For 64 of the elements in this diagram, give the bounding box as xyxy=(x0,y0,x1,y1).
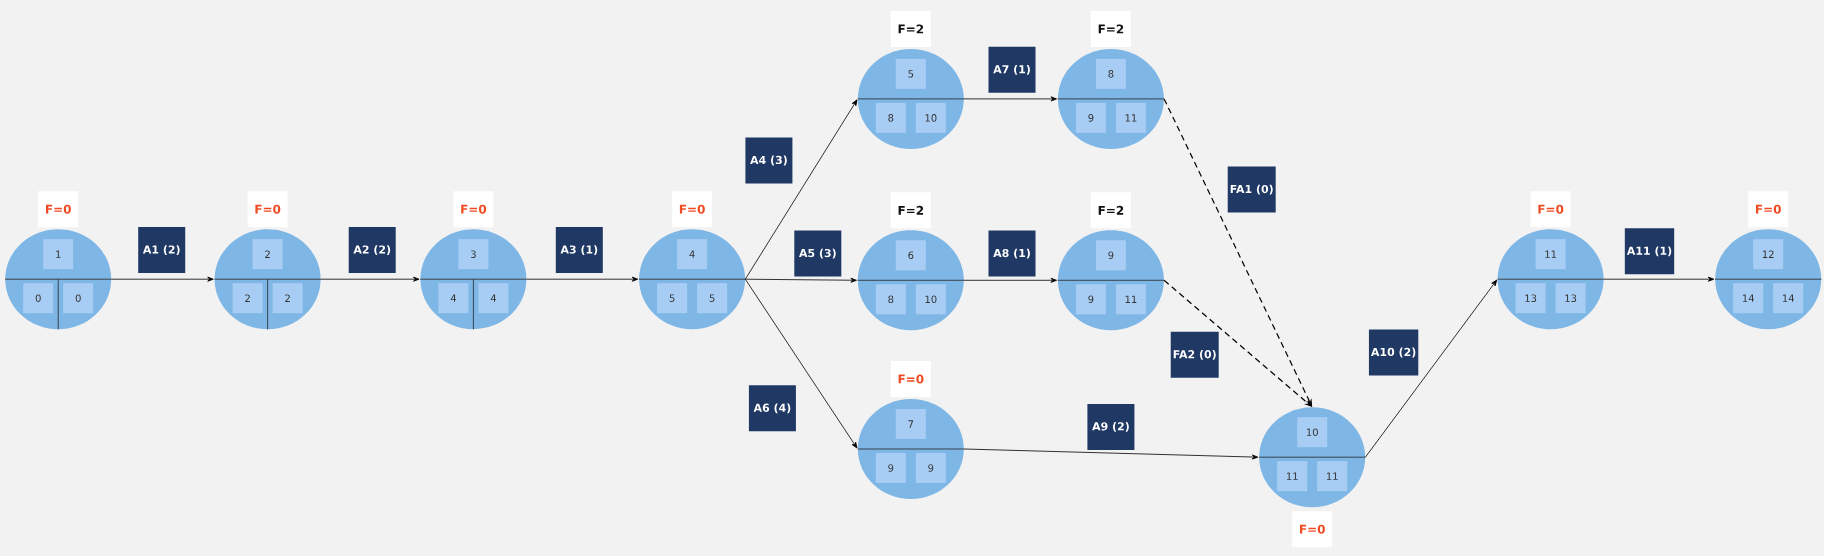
sticky-note: 2 xyxy=(252,239,283,270)
sticky-note: 9 xyxy=(1075,284,1106,315)
sticky-note: 0 xyxy=(23,283,54,314)
float-label: F=0 xyxy=(247,191,288,228)
activity-label: A11 (1) xyxy=(1624,228,1675,275)
arrow xyxy=(1365,279,1498,458)
sticky-note: 4 xyxy=(438,283,469,314)
sticky-note: 14 xyxy=(1773,283,1804,314)
activity-label: A8 (1) xyxy=(988,230,1036,277)
sticky-note: 12 xyxy=(1753,239,1784,270)
activity-label: A2 (2) xyxy=(348,227,396,274)
sticky-note: 5 xyxy=(657,283,688,314)
float-label: F=0 xyxy=(38,191,79,228)
activity-label: A1 (2) xyxy=(138,227,186,274)
float-label: F=0 xyxy=(453,191,494,228)
float-label: F=0 xyxy=(890,361,931,397)
sticky-note: 4 xyxy=(478,283,509,314)
arrow xyxy=(526,276,639,282)
float-label: F=0 xyxy=(1530,191,1571,228)
arrow xyxy=(320,276,420,282)
float-label: F=2 xyxy=(890,10,931,47)
sticky-note: 11 xyxy=(1277,461,1308,492)
sticky-note: 5 xyxy=(697,283,728,314)
sticky-note: 11 xyxy=(1535,239,1566,270)
activity-label: FA2 (0) xyxy=(1170,331,1219,378)
arrow xyxy=(963,277,1057,283)
sticky-note: 14 xyxy=(1733,283,1764,314)
sticky-note: 10 xyxy=(915,284,946,315)
sticky-note: 4 xyxy=(677,239,708,270)
arrow xyxy=(111,276,214,282)
activity-label: A7 (1) xyxy=(988,46,1036,93)
sticky-note: 2 xyxy=(272,283,303,314)
float-label: F=2 xyxy=(890,192,931,229)
sticky-note: 6 xyxy=(895,240,926,271)
arrow xyxy=(963,448,1259,460)
activity-label: A3 (1) xyxy=(555,227,603,274)
sticky-note: 2 xyxy=(232,283,263,314)
sticky-note: 11 xyxy=(1317,461,1348,492)
arrow xyxy=(1603,276,1715,282)
float-label: F=0 xyxy=(1748,191,1789,228)
sticky-note: 13 xyxy=(1555,283,1586,314)
sticky-note: 10 xyxy=(1297,417,1328,448)
arrow xyxy=(963,96,1057,102)
arrow xyxy=(744,278,858,449)
arrow xyxy=(744,277,857,283)
float-label: F=2 xyxy=(1090,10,1131,47)
sticky-note: 8 xyxy=(875,284,906,315)
activity-label: A5 (3) xyxy=(794,230,842,277)
activity-label: A6 (4) xyxy=(748,385,796,432)
float-label: F=2 xyxy=(1090,192,1131,229)
activity-label: A9 (2) xyxy=(1087,403,1135,450)
activity-label: FA1 (0) xyxy=(1227,166,1276,213)
sticky-note: 1 xyxy=(43,239,74,270)
sticky-note: 3 xyxy=(458,239,489,270)
activity-label: A10 (2) xyxy=(1368,329,1419,376)
arrow xyxy=(1163,98,1313,407)
sticky-note: 11 xyxy=(1115,284,1146,315)
float-label: F=0 xyxy=(1292,511,1333,548)
sticky-note: 9 xyxy=(1095,240,1126,271)
activity-label: A4 (3) xyxy=(745,137,793,184)
sticky-note: 0 xyxy=(63,283,94,314)
float-label: F=0 xyxy=(672,191,713,228)
sticky-note: 13 xyxy=(1515,283,1546,314)
arrow xyxy=(744,99,858,280)
